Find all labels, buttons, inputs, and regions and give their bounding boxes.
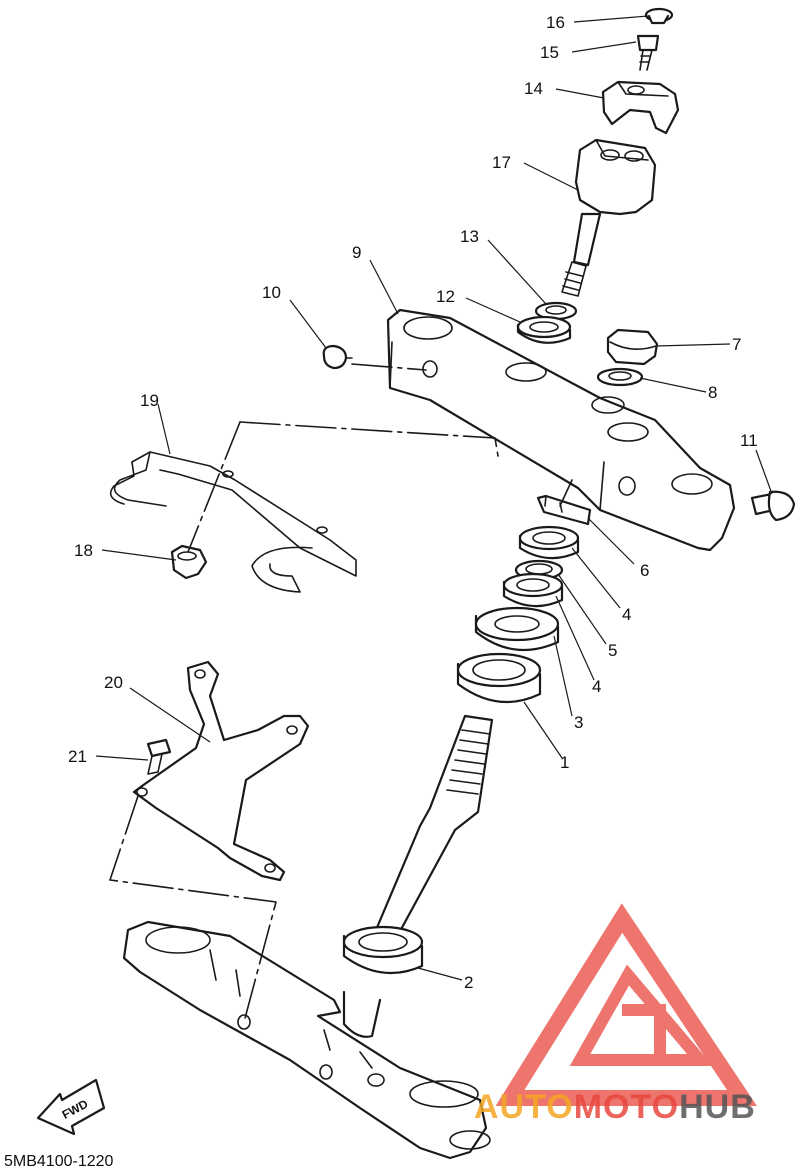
part-12-washer	[516, 315, 572, 344]
assembly-guide-lines	[109, 363, 573, 1023]
callout-1: 1	[560, 753, 569, 772]
part-3-bearing-cover	[474, 606, 560, 652]
callout-9: 9	[352, 243, 361, 262]
part-8-washer	[596, 367, 644, 387]
leader-lines	[95, 15, 773, 981]
wordmark-hub: HUB	[679, 1088, 756, 1126]
callout-20: 20	[104, 673, 123, 692]
callout-21: 21	[68, 747, 87, 766]
part-15-bolt	[636, 34, 660, 71]
callout-8: 8	[708, 383, 717, 402]
fwd-arrow: FWD	[36, 1078, 106, 1136]
diagram-code: 5MB4100-1220	[4, 1153, 114, 1170]
part-20-bracket	[132, 660, 310, 882]
part-9-upper-bracket	[386, 308, 736, 552]
part-18-nut	[170, 544, 208, 580]
callout-2: 2	[464, 973, 473, 992]
under-bracket	[122, 920, 491, 1160]
callout-14: 14	[524, 79, 543, 98]
part-16-cap	[644, 7, 674, 25]
part-10-damper	[322, 344, 353, 370]
wordmark-moto: MOTO	[574, 1088, 679, 1126]
callout-16: 16	[546, 13, 565, 32]
part-7-nut	[606, 328, 659, 366]
part-19-cable-guide	[109, 451, 357, 593]
callout-11: 11	[740, 431, 758, 450]
svg-text:AUTOMOTOHUB: AUTOMOTOHUB	[474, 1088, 756, 1126]
callout-4a: 4	[622, 605, 631, 624]
wordmark-auto: AUTO	[474, 1088, 574, 1126]
callout-18: 18	[74, 541, 93, 560]
part-14-upper-holder	[601, 80, 680, 135]
callout-17: 17	[492, 153, 511, 172]
callout-19: 19	[140, 391, 159, 410]
callout-4b: 4	[592, 677, 601, 696]
callout-13: 13	[460, 227, 479, 246]
callout-labels: 16 15 14 17 13 12 9 10 7 8 11 6 4 5 4 3 …	[68, 13, 758, 992]
callout-6: 6	[640, 561, 649, 580]
part-4b-ring-nut	[502, 572, 564, 608]
part-17-lower-holder	[561, 138, 657, 297]
part-1-bearing	[456, 652, 542, 704]
callout-15: 15	[540, 43, 559, 62]
steering-stem	[368, 714, 494, 948]
automotohub-wordmark: AUTOMOTOHUB	[474, 1088, 756, 1126]
callout-5: 5	[608, 641, 617, 660]
part-6-washer	[536, 494, 592, 526]
part-21-bolt	[146, 738, 172, 775]
callout-12: 12	[436, 287, 455, 306]
callout-7: 7	[732, 335, 741, 354]
callout-3: 3	[574, 713, 583, 732]
part-2-lower-bearing	[342, 925, 424, 975]
automotohub-logo	[495, 903, 757, 1106]
part-11-bolt	[750, 490, 796, 522]
callout-10: 10	[262, 283, 281, 302]
part-4a-ring-nut	[518, 525, 580, 560]
